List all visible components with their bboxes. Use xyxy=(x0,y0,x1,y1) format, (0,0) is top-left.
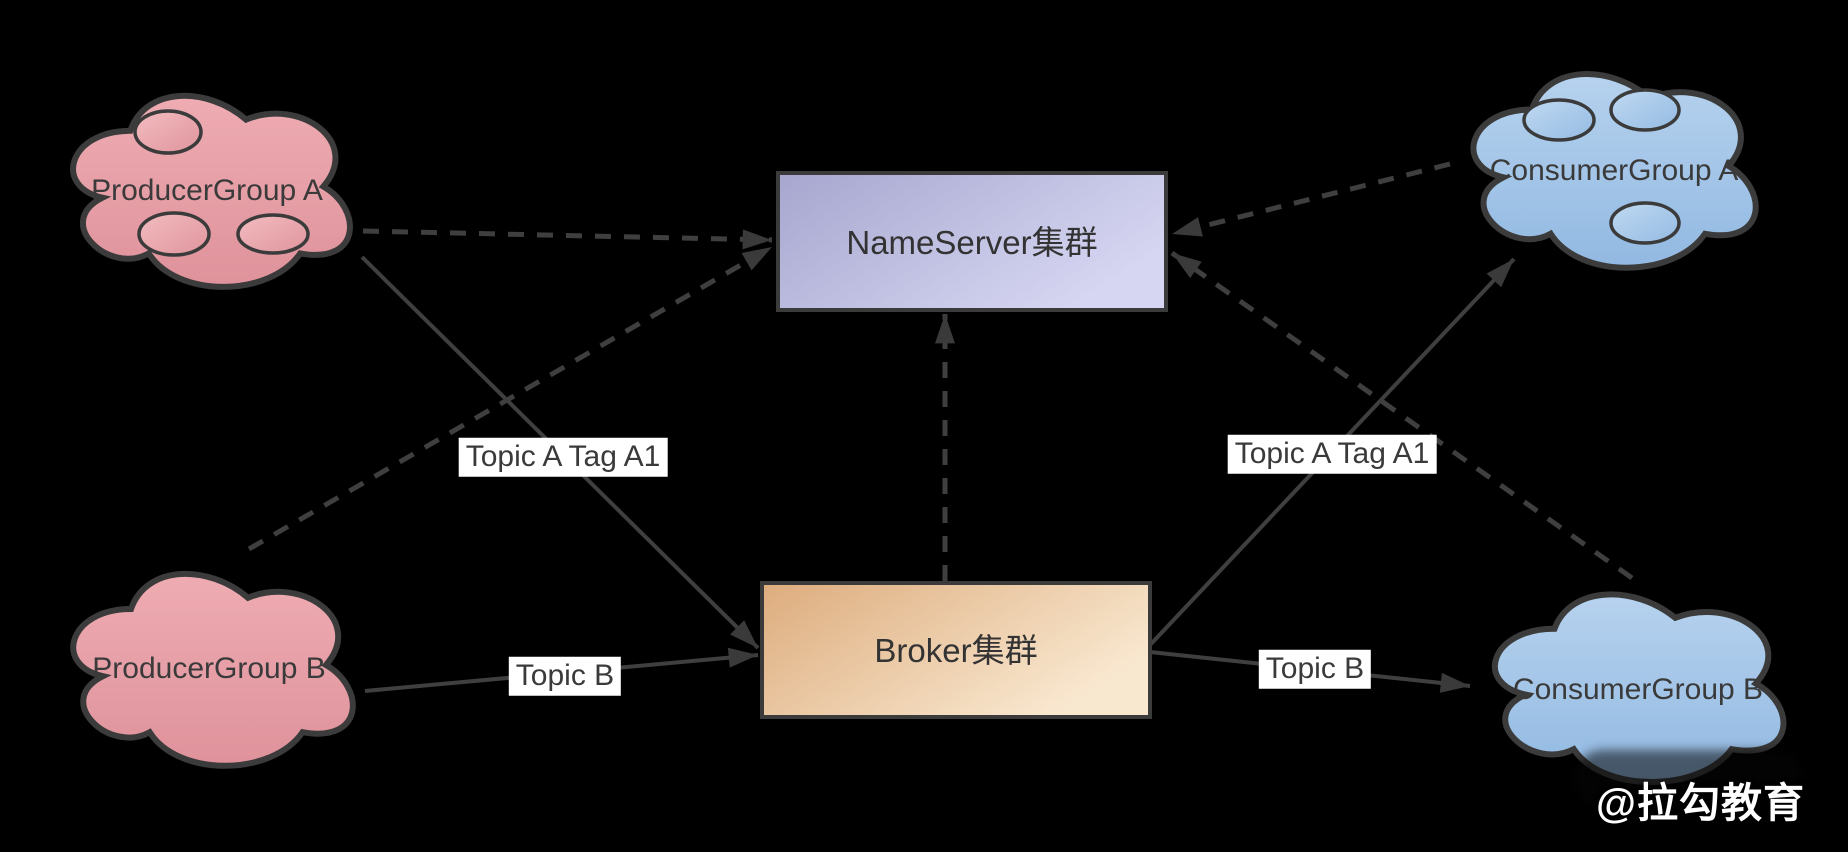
cloud-shape xyxy=(70,570,356,769)
producer-instance-ellipse xyxy=(236,213,310,255)
edge-producer-a-to-nameserver xyxy=(362,228,773,250)
edge-label-topic-a-tag-a1-left: Topic A Tag A1 xyxy=(458,437,668,477)
node-label-broker: Broker集群 xyxy=(874,632,1037,669)
edge-consumer-b-to-nameserver xyxy=(1170,250,1634,581)
edge-consumer-a-to-nameserver xyxy=(1171,161,1451,237)
node-producer-group-a: ProducerGroup A xyxy=(70,92,353,290)
node-nameserver: NameServer集群 xyxy=(776,171,1168,312)
edge-producer-b-to-nameserver xyxy=(247,244,774,552)
watermark-halo xyxy=(1574,750,1802,808)
node-label-consumer-group-a: ConsumerGroup A xyxy=(1490,154,1738,187)
node-producer-group-b: ProducerGroup B xyxy=(70,570,356,769)
edge-label-topic-b-right: Topic B xyxy=(1258,649,1372,689)
node-label-producer-group-b: ProducerGroup B xyxy=(92,652,325,685)
edge-label-topic-a-tag-a1-right: Topic A Tag A1 xyxy=(1227,434,1437,474)
producer-instance-ellipse xyxy=(133,109,203,155)
node-label-producer-group-a: ProducerGroup A xyxy=(91,174,323,207)
broker-box xyxy=(760,581,1152,719)
node-consumer-group-a: ConsumerGroup A xyxy=(1470,71,1759,271)
producer-instance-ellipse xyxy=(137,211,211,257)
watermark-text: @拉勾教育 xyxy=(1596,780,1805,826)
edge-label-topic-b-left: Topic B xyxy=(508,656,622,696)
consumer-instance-ellipse xyxy=(1522,98,1596,142)
edges-dashed xyxy=(247,161,1634,581)
cloud-shape xyxy=(1492,591,1787,785)
node-label-consumer-group-b: ConsumerGroup B xyxy=(1513,673,1763,706)
node-broker: Broker集群 xyxy=(760,581,1152,719)
nameserver-box xyxy=(776,171,1168,312)
node-label-nameserver: NameServer集群 xyxy=(846,224,1097,261)
consumer-instance-ellipse xyxy=(1609,201,1681,245)
consumer-instance-ellipse xyxy=(1609,88,1681,132)
node-consumer-group-b: ConsumerGroup B xyxy=(1492,591,1787,785)
